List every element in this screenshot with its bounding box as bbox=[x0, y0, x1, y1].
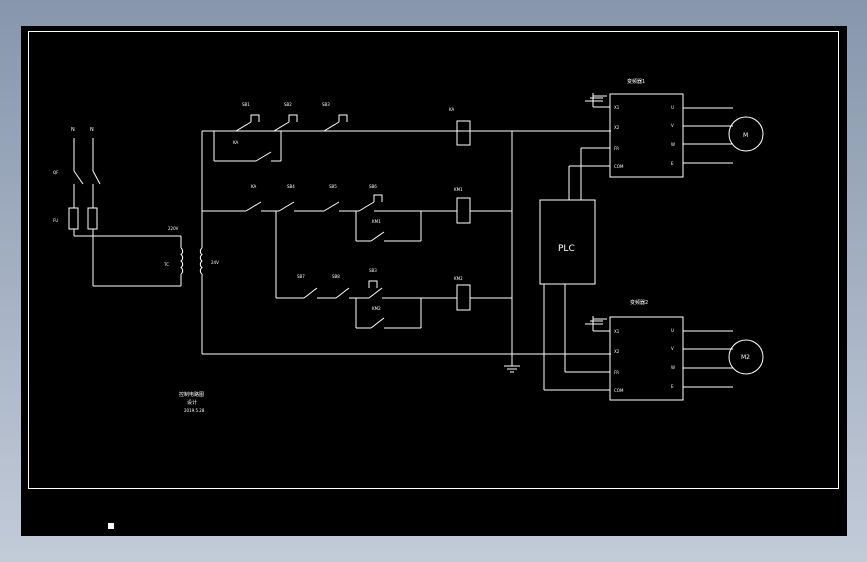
motor-1 bbox=[728, 116, 764, 152]
fuse-1 bbox=[68, 207, 79, 230]
label-km1-aux: KM1 bbox=[372, 219, 381, 224]
vfd2-pin-fr: FR bbox=[614, 370, 619, 375]
motor2-label: M2 bbox=[741, 354, 750, 361]
label-km2-coil: KM2 bbox=[454, 276, 463, 281]
vfd1-pin-e: E bbox=[671, 161, 674, 166]
vfd2-pin-com: COM bbox=[614, 388, 624, 393]
vfd2-pin-x1: X1 bbox=[614, 329, 620, 334]
note-date: 2019.5.28 bbox=[184, 408, 205, 413]
cad-canvas: N N QF FU TC 220V 24V SB1 SB2 SB3 KA KA … bbox=[21, 26, 847, 536]
label-sb2: SB2 bbox=[284, 102, 292, 107]
vfd2-pin-x2: X2 bbox=[614, 349, 620, 354]
ground-symbol bbox=[504, 365, 520, 373]
vfd1-pin-com: COM bbox=[614, 164, 624, 169]
label-ka-coil: KA bbox=[449, 107, 455, 112]
rung-2 bbox=[202, 194, 471, 298]
ucs-icon bbox=[108, 523, 114, 529]
plc-label: PLC bbox=[558, 244, 575, 254]
km2-coil bbox=[456, 284, 471, 311]
label-n: N bbox=[71, 127, 75, 133]
fuse-2 bbox=[87, 207, 98, 230]
label-primary: 220V bbox=[168, 226, 179, 231]
vfd2-pin-e: E bbox=[671, 384, 674, 389]
vfd2-pin-u: U bbox=[671, 328, 674, 333]
schematic-diagram: N N QF FU TC 220V 24V SB1 SB2 SB3 KA KA … bbox=[28, 31, 839, 529]
vfd2-pin-w: W bbox=[671, 365, 675, 370]
transformer bbox=[180, 131, 203, 354]
label-sb6: SB6 bbox=[369, 184, 377, 189]
note-designer: 设计 bbox=[187, 399, 197, 406]
label-n2: N bbox=[90, 127, 94, 133]
vfd2-title: 变频器2 bbox=[630, 299, 648, 306]
label-tc: TC bbox=[163, 262, 169, 267]
rung-3 bbox=[276, 280, 471, 329]
vfd-1 bbox=[568, 93, 764, 200]
plc-box bbox=[539, 199, 596, 285]
label-sb7: SB7 bbox=[297, 274, 305, 279]
label-sb1: SB1 bbox=[242, 102, 250, 107]
vfd1-pin-x2: X2 bbox=[614, 125, 620, 130]
label-secondary: 24V bbox=[211, 260, 219, 265]
km1-coil bbox=[456, 197, 471, 224]
label-qf: QF bbox=[53, 170, 59, 175]
vfd1-pin-w: W bbox=[671, 142, 675, 147]
label-sb3: SB3 bbox=[322, 102, 330, 107]
vfd-2 bbox=[543, 284, 764, 401]
label-sb3b: SB3 bbox=[369, 268, 377, 273]
motor1-label: M bbox=[743, 132, 748, 139]
label-km2-aux: KM2 bbox=[372, 306, 381, 311]
label-sb5: SB5 bbox=[329, 184, 337, 189]
ka-coil bbox=[456, 120, 471, 146]
label-sb4: SB4 bbox=[287, 184, 295, 189]
motor-2 bbox=[728, 339, 764, 375]
vfd1-title: 变频器1 bbox=[627, 78, 645, 85]
vfd2-pin-v: V bbox=[671, 346, 674, 351]
label-sb8: SB8 bbox=[332, 274, 340, 279]
vfd1-pin-v: V bbox=[671, 123, 674, 128]
rung-1 bbox=[202, 114, 471, 162]
vfd1-pin-x1: X1 bbox=[614, 105, 620, 110]
mains-input bbox=[68, 138, 182, 287]
vfd1-pin-u: U bbox=[671, 105, 674, 110]
label-km1-coil: KM1 bbox=[454, 187, 463, 192]
note-title: 控制电路图 bbox=[179, 391, 204, 398]
drawing-frame bbox=[28, 31, 839, 489]
vfd1-pin-fr: FR bbox=[614, 146, 619, 151]
label-ka-rung2: KA bbox=[251, 184, 257, 189]
label-fu: FU bbox=[53, 218, 58, 223]
label-ka-contact: KA bbox=[233, 140, 239, 145]
